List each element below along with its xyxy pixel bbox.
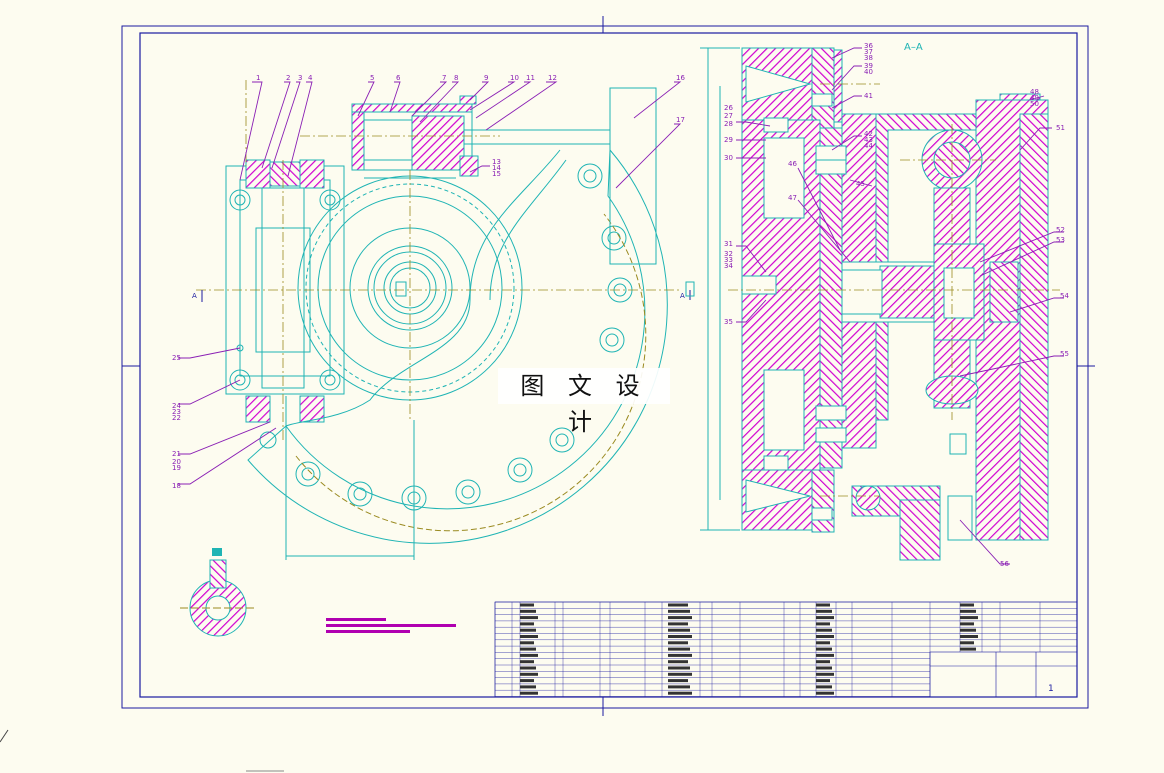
svg-text:45: 45	[856, 180, 865, 188]
svg-text:33: 33	[724, 256, 733, 264]
svg-text:36: 36	[864, 42, 873, 50]
svg-text:41: 41	[864, 92, 873, 100]
svg-text:17: 17	[676, 116, 685, 124]
svg-text:29: 29	[724, 136, 733, 144]
svg-text:48: 48	[1030, 88, 1039, 96]
section-title: A–A	[904, 42, 923, 53]
svg-text:3: 3	[298, 74, 302, 82]
svg-text:31: 31	[724, 240, 733, 248]
arc-bolt-holes	[259, 163, 633, 511]
detail-view	[180, 548, 256, 637]
svg-text:A: A	[192, 292, 197, 300]
svg-text:32: 32	[724, 250, 733, 258]
svg-text:46: 46	[788, 160, 797, 168]
svg-text:43: 43	[864, 136, 873, 144]
svg-text:25: 25	[172, 354, 181, 362]
svg-text:56: 56	[1000, 560, 1009, 568]
svg-text:12: 12	[548, 74, 557, 82]
svg-text:9: 9	[484, 74, 488, 82]
parts-list-grid	[494, 601, 1078, 697]
svg-text:1: 1	[256, 74, 260, 82]
svg-text:13: 13	[492, 158, 501, 166]
svg-text:51: 51	[1056, 124, 1065, 132]
svg-text:44: 44	[864, 142, 873, 150]
svg-text:8: 8	[454, 74, 458, 82]
svg-text:7: 7	[442, 74, 446, 82]
svg-text:22: 22	[172, 414, 181, 422]
sheet-number: 1	[1048, 684, 1054, 694]
svg-text:50: 50	[1030, 100, 1039, 108]
svg-text:15: 15	[492, 170, 501, 178]
watermark-label: 图 文 设 计	[498, 368, 670, 436]
svg-text:40: 40	[864, 68, 873, 76]
parts-list-table	[494, 601, 1078, 698]
svg-text:52: 52	[1056, 226, 1065, 234]
section-view-centerlines	[728, 83, 1060, 497]
svg-text:A: A	[680, 292, 685, 300]
svg-text:35: 35	[724, 318, 733, 326]
svg-text:47: 47	[788, 194, 797, 202]
svg-text:28: 28	[724, 120, 733, 128]
svg-text:5: 5	[370, 74, 374, 82]
svg-text:38: 38	[864, 54, 873, 62]
svg-text:18: 18	[172, 482, 181, 490]
svg-text:6: 6	[396, 74, 401, 82]
svg-text:24: 24	[172, 402, 181, 410]
svg-text:34: 34	[724, 262, 733, 270]
svg-text:53: 53	[1056, 236, 1065, 244]
svg-text:23: 23	[172, 408, 181, 416]
svg-text:16: 16	[676, 74, 685, 82]
svg-text:39: 39	[864, 62, 873, 70]
svg-text:49: 49	[1030, 94, 1039, 102]
section-view-leaders	[736, 47, 1064, 565]
svg-text:10: 10	[510, 74, 519, 82]
svg-text:26: 26	[724, 104, 733, 112]
svg-text:55: 55	[1060, 350, 1069, 358]
svg-text:37: 37	[864, 48, 873, 56]
svg-text:20: 20	[172, 458, 181, 466]
svg-text:19: 19	[172, 464, 181, 472]
svg-text:11: 11	[526, 74, 535, 82]
svg-text:30: 30	[724, 154, 733, 162]
svg-text:21: 21	[172, 450, 181, 458]
technical-notes	[326, 618, 456, 633]
section-view	[700, 47, 1049, 561]
front-view-leaders	[178, 81, 682, 485]
section-arrows	[201, 281, 695, 302]
front-view-centerlines	[196, 80, 680, 440]
svg-text:42: 42	[864, 130, 873, 138]
svg-text:4: 4	[308, 74, 313, 82]
svg-text:27: 27	[724, 112, 733, 120]
svg-text:14: 14	[492, 164, 501, 172]
svg-text:2: 2	[286, 74, 290, 82]
svg-text:54: 54	[1060, 292, 1069, 300]
